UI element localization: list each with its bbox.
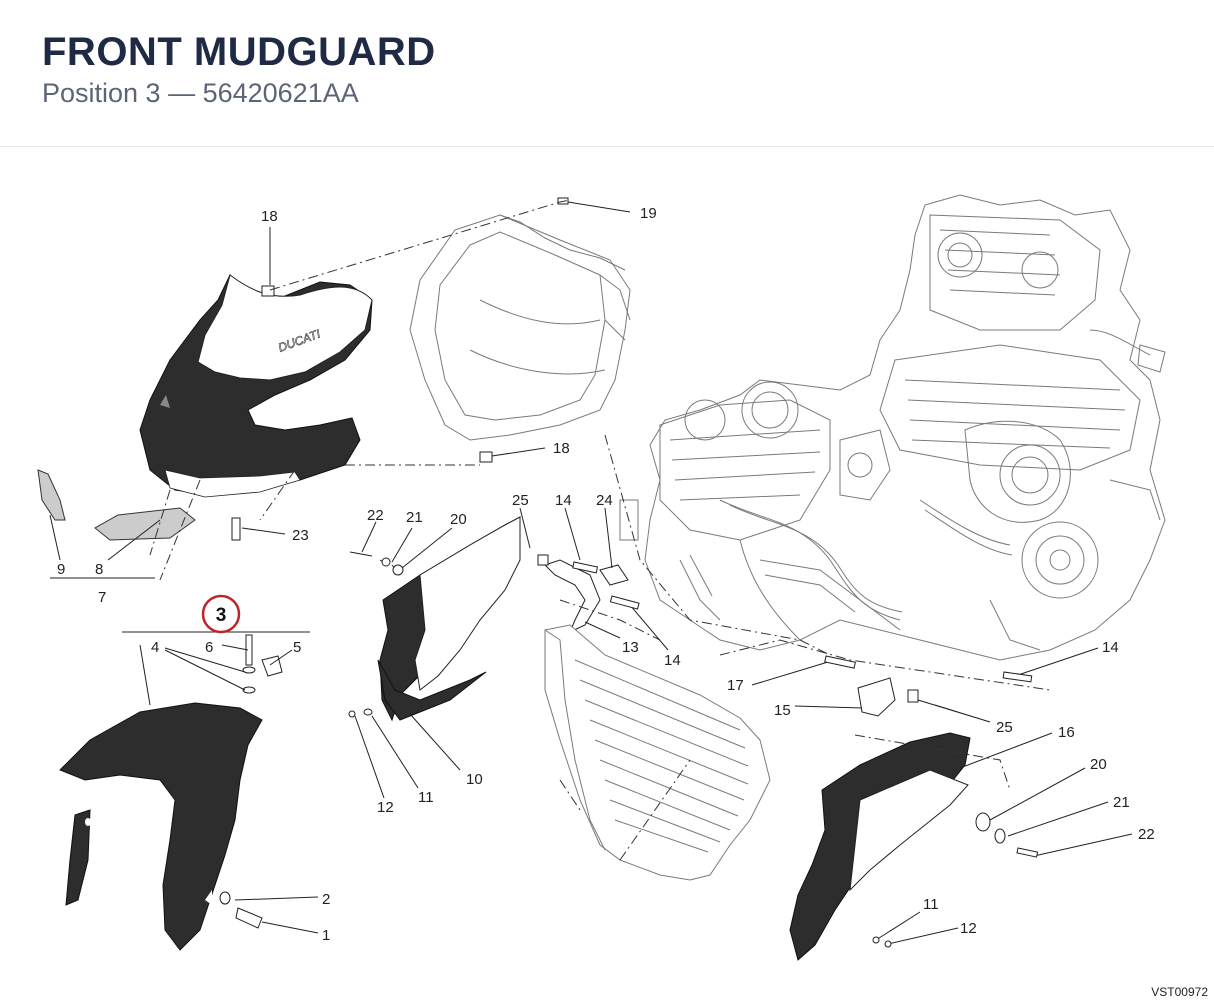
drawing-reference: VST00972 xyxy=(1151,985,1208,999)
radiator-icon xyxy=(544,624,771,881)
callout-11: 11 xyxy=(923,896,939,913)
callout-18: 18 xyxy=(261,208,278,225)
callout-2: 2 xyxy=(322,891,330,908)
callout-23: 23 xyxy=(292,527,309,544)
callout-12: 12 xyxy=(377,799,394,816)
callout-4: 4 xyxy=(151,639,159,656)
lower-grille-icon xyxy=(94,507,196,541)
callout-20: 20 xyxy=(450,511,467,528)
page-subtitle: Position 3 — 56420621AA xyxy=(42,78,359,108)
engine-icon xyxy=(619,194,1166,661)
callout-5: 5 xyxy=(293,639,301,656)
position-3-highlight[interactable]: 3 xyxy=(201,594,241,634)
callout-22: 22 xyxy=(367,507,384,524)
page-header: FRONT MUDGUARD Position 3 — 56420621AA xyxy=(0,0,1214,147)
side-panel-icon xyxy=(377,516,521,722)
callout-8: 8 xyxy=(95,561,103,578)
screw-icon-set xyxy=(348,561,1039,948)
callout-19: 19 xyxy=(640,205,657,222)
screw-icon xyxy=(219,197,569,929)
callout-18: 18 xyxy=(553,440,570,457)
callout-24: 24 xyxy=(596,492,613,509)
callout-22: 22 xyxy=(1138,826,1155,843)
side-grille-icon xyxy=(37,469,66,521)
leader-lines xyxy=(49,201,1133,945)
bracket-icon-right xyxy=(857,677,1006,844)
callout-21: 21 xyxy=(406,509,423,526)
callout-25: 25 xyxy=(512,492,529,509)
callout-16: 16 xyxy=(1058,724,1075,741)
callout-labels: 18 19 18 23 9 8 7 22 21 20 25 14 24 13 1… xyxy=(57,205,1155,944)
callout-14: 14 xyxy=(1102,639,1119,656)
callout-13: 13 xyxy=(622,639,639,656)
callout-6: 6 xyxy=(205,639,213,656)
callout-14: 14 xyxy=(555,492,572,509)
position-3-label: 3 xyxy=(216,605,227,626)
callout-7: 7 xyxy=(98,589,106,606)
callout-10: 10 xyxy=(466,771,483,788)
callout-14: 14 xyxy=(664,652,681,669)
headlight-icon xyxy=(409,214,631,441)
callout-15: 15 xyxy=(774,702,791,719)
callout-17: 17 xyxy=(727,677,744,694)
belly-pan-icon xyxy=(789,732,971,961)
callout-20: 20 xyxy=(1090,756,1107,773)
page-title: FRONT MUDGUARD xyxy=(42,30,436,74)
callout-25: 25 xyxy=(996,719,1013,736)
callout-21: 21 xyxy=(1113,794,1130,811)
callout-1: 1 xyxy=(322,927,330,944)
exploded-parts-diagram: DUCATI xyxy=(37,194,1166,961)
fairing-icon: DUCATI xyxy=(139,273,373,498)
callout-11: 11 xyxy=(418,789,434,806)
callout-9: 9 xyxy=(57,561,65,578)
mudguard-icon xyxy=(59,702,263,951)
callout-12: 12 xyxy=(960,920,977,937)
